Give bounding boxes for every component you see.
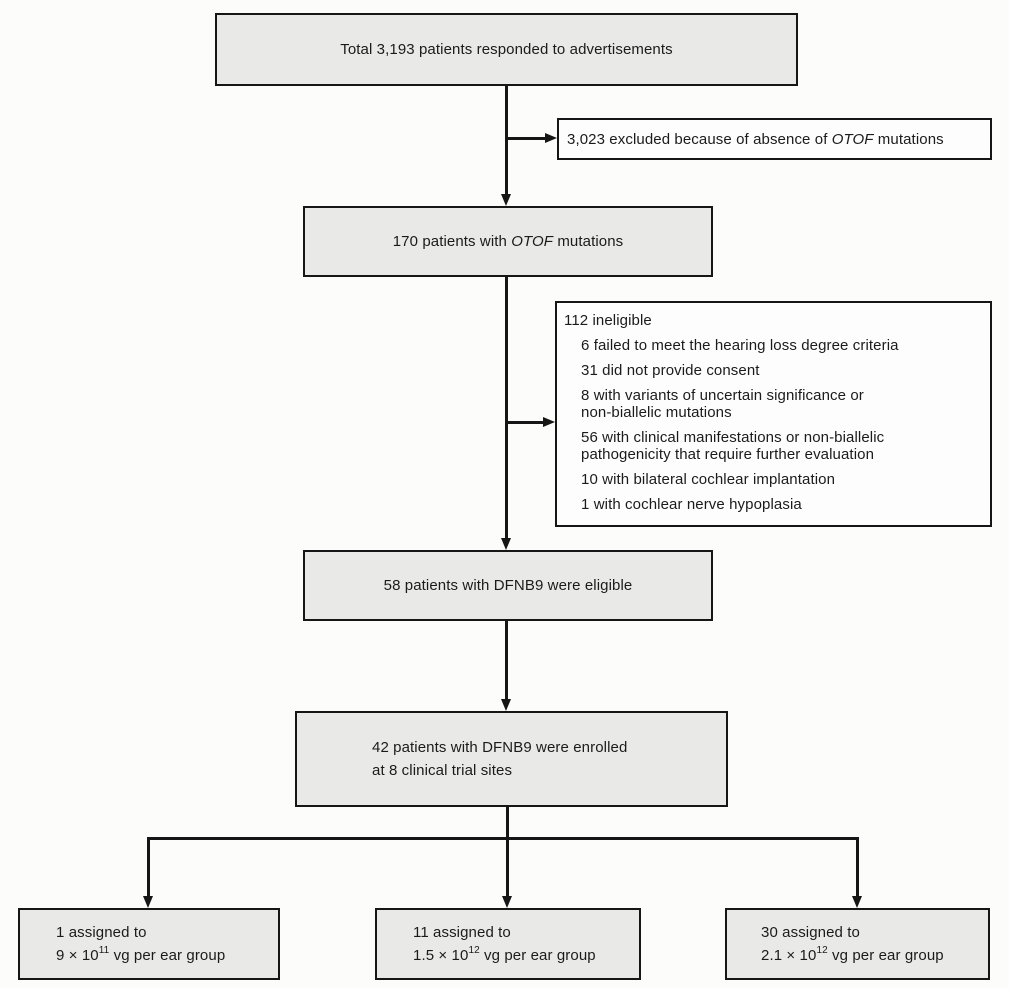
connector-split-bar xyxy=(147,837,858,840)
connector-branch-to-ineligible xyxy=(506,421,543,424)
box-enrolled-dfnb9: 42 patients with DFNB9 were enrolled at … xyxy=(295,711,728,807)
eligible-text: 58 patients with DFNB9 were eligible xyxy=(383,577,633,594)
connector-split-to-mid xyxy=(506,837,509,896)
excluded-text: 3,023 excluded because of absence of OTO… xyxy=(567,130,944,148)
connector-split-to-high xyxy=(856,837,859,896)
connector-split-to-low xyxy=(147,837,150,896)
dose-exponent: 12 xyxy=(816,945,828,956)
arrowhead-down-icon xyxy=(501,699,511,711)
box-group-low-dose: 1 assigned to 9 × 1011 vg per ear group xyxy=(18,908,280,980)
box-group-mid-dose: 11 assigned to 1.5 × 1012 vg per ear gro… xyxy=(375,908,641,980)
box-group-high-dose: 30 assigned to 2.1 × 1012 vg per ear gro… xyxy=(725,908,990,980)
box-excluded-no-otof: 3,023 excluded because of absence of OTO… xyxy=(557,118,992,160)
ineligible-item: 31 did not provide consent xyxy=(581,362,760,379)
total-responded-text: Total 3,193 patients responded to advert… xyxy=(340,41,673,58)
box-otof-mutations: 170 patients with OTOF mutations xyxy=(303,206,713,277)
arrowhead-down-icon xyxy=(143,896,153,908)
arrowhead-down-icon xyxy=(852,896,862,908)
box-ineligible-reasons: 112 ineligible 6 failed to meet the hear… xyxy=(555,301,992,527)
ineligible-item: 10 with bilateral cochlear implantation xyxy=(581,471,836,488)
ineligible-item: 8 with variants of uncertain significanc… xyxy=(581,387,864,421)
arrowhead-down-icon xyxy=(502,896,512,908)
dose-exponent: 11 xyxy=(98,945,110,956)
connector-enrolled-to-split xyxy=(506,807,509,840)
ineligible-item: 6 failed to meet the hearing loss degree… xyxy=(581,337,899,354)
connector-branch-to-excluded xyxy=(506,137,545,140)
connector-otof-to-eligible xyxy=(505,277,508,538)
arrowhead-down-icon xyxy=(501,194,511,206)
group-mid-dose: 1.5 × 1012 vg per ear group xyxy=(413,945,596,965)
ineligible-item: 1 with cochlear nerve hypoplasia xyxy=(581,496,802,513)
box-eligible-dfnb9: 58 patients with DFNB9 were eligible xyxy=(303,550,713,621)
box-total-responded: Total 3,193 patients responded to advert… xyxy=(215,13,798,86)
gene-otof: OTOF xyxy=(511,233,554,250)
connector-eligible-to-enrolled xyxy=(505,621,508,699)
connector-responded-to-otof xyxy=(505,86,508,196)
otof-mutations-text: 170 patients with OTOF mutations xyxy=(392,233,624,250)
arrowhead-right-icon xyxy=(545,133,557,143)
group-mid-line1: 11 assigned to xyxy=(413,924,511,941)
dose-exponent: 12 xyxy=(468,945,480,956)
enrolled-line2: at 8 clinical trial sites xyxy=(372,762,513,779)
arrowhead-down-icon xyxy=(501,538,511,550)
group-high-line1: 30 assigned to xyxy=(761,924,860,941)
ineligible-item: 56 with clinical manifestations or non-b… xyxy=(581,429,885,463)
group-low-dose: 9 × 1011 vg per ear group xyxy=(56,945,226,965)
group-high-dose: 2.1 × 1012 vg per ear group xyxy=(761,945,944,965)
enrolled-line1: 42 patients with DFNB9 were enrolled xyxy=(372,739,628,756)
group-low-line1: 1 assigned to xyxy=(56,924,147,941)
ineligible-header: 112 ineligible xyxy=(564,312,652,329)
arrowhead-right-icon xyxy=(543,417,555,427)
gene-otof: OTOF xyxy=(831,130,874,148)
